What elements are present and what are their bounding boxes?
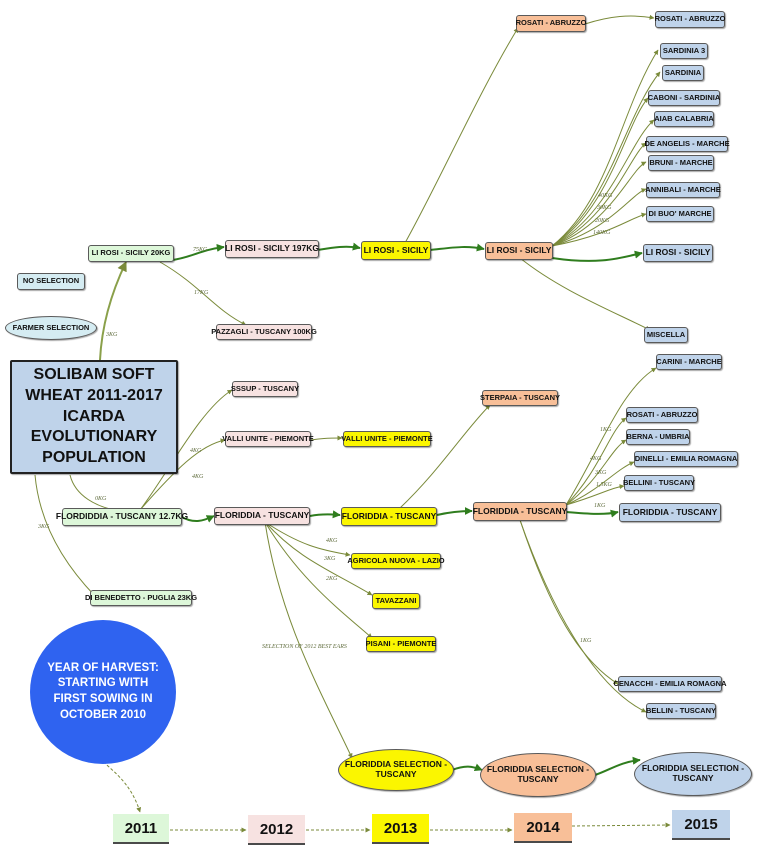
node-tavazzani: TAVAZZANI: [372, 593, 420, 609]
edge-label: 1KG: [594, 503, 606, 509]
diagram-title: SOLIBAM SOFT WHEAT 2011-2017 ICARDA EVOL…: [10, 360, 178, 474]
edge-label: 140KG: [593, 230, 611, 236]
node-rosati-abruzzo-b: ROSATI - ABRUZZO: [626, 407, 698, 423]
node-sssup: SSSUP - TUSCANY: [231, 381, 299, 397]
node-aiab-calabria: AIAB CALABRIA: [654, 111, 714, 127]
edge-label: 3KG: [595, 470, 607, 476]
node-li-rosi-2014: LI ROSI - SICILY: [485, 242, 553, 260]
node-li-rosi-2013: LI ROSI - SICILY: [361, 241, 431, 260]
node-flordiddia-2011: FLORDIDDIA - TUSCANY 12.7KG: [56, 508, 188, 526]
node-rosati-2015: ROSATI - ABRUZZO: [655, 11, 725, 28]
year-2014: 2014: [514, 813, 572, 843]
node-bruni: BRUNI - MARCHE: [648, 155, 714, 171]
node-floriddia-selection-2015: FLORIDDIA SELECTION - TUSCANY: [634, 752, 752, 796]
node-floriddia-2012: FLORIDDIA - TUSCANY: [214, 507, 310, 525]
edge-label: 3KG: [324, 556, 336, 562]
node-li-rosi-2012: LI ROSI - SICILY 197KG: [225, 240, 319, 258]
node-bellini: BELLINI - TUSCANY: [623, 475, 695, 491]
edge-label: 2KG: [326, 576, 338, 582]
node-pazzagli: PAZZAGLI - TUSCANY 100KG: [211, 324, 317, 340]
node-agricola-nuova: AGRICOLA NUOVA - LAZIO: [347, 553, 445, 569]
edge-label: 0KG: [95, 496, 107, 502]
edge-label: 4KG: [590, 456, 602, 462]
node-rosati-2014: ROSATI - ABRUZZO: [516, 15, 586, 32]
edge-label: 1KG: [600, 427, 612, 433]
node-floriddia-selection-2013: FLORIDDIA SELECTION - TUSCANY: [338, 749, 454, 791]
node-valli-unite-2013: VALLI UNITE - PIEMONTE: [341, 431, 433, 447]
node-annibali: ANNIBALI - MARCHE: [645, 182, 721, 198]
edge-label: 30KG: [597, 205, 612, 211]
edge-label: 40KG: [598, 193, 613, 199]
year-2011: 2011: [113, 814, 169, 844]
node-caboni: CABONI - SARDINIA: [648, 90, 720, 106]
node-miscella: MISCELLA: [644, 327, 688, 343]
node-li-rosi-2015: LI ROSI - SICILY: [643, 244, 713, 262]
edge-label: 3KG: [38, 524, 50, 530]
edge-label-selection: SELECTION OF 2012 BEST EARS: [262, 644, 347, 650]
edge-label: 20KG: [595, 218, 610, 224]
legend-farmer-selection: FARMER SELECTION: [5, 316, 97, 340]
node-sardinia: SARDINIA: [662, 65, 704, 81]
node-valli-unite-2012: VALLI UNITE - PIEMONTE: [222, 431, 314, 447]
node-floriddia-2014: FLORIDDIA - TUSCANY: [473, 502, 567, 521]
node-di-buo: DI BUO' MARCHE: [646, 206, 714, 222]
edge-label: 4KG: [192, 474, 204, 480]
edge-label: 1KG: [580, 638, 592, 644]
node-di-benedetto: DI BENEDETTO - PUGLIA 23KG: [85, 590, 197, 606]
node-floriddia-2013: FLORIDDIA - TUSCANY: [341, 507, 437, 526]
edge-label: 3KG: [106, 332, 118, 338]
node-cenacchi: CENACCHI - EMILIA ROMAGNA: [613, 676, 727, 692]
node-sardinia-3: SARDINIA 3: [660, 43, 708, 59]
node-li-rosi-2011: LI ROSI - SICILY 20KG: [88, 245, 174, 262]
edge-label: 1,5KG: [596, 482, 612, 488]
year-2012: 2012: [248, 815, 305, 845]
edge-label: 4KG: [326, 538, 338, 544]
node-sterpaia: STERPAIA - TUSCANY: [480, 390, 560, 406]
edge-label: 75KG: [193, 247, 208, 253]
node-bellin: BELLIN - TUSCANY: [646, 703, 716, 719]
legend-no-selection: NO SELECTION: [17, 273, 85, 290]
node-berna: BERNA - UMBRIA: [626, 429, 690, 445]
node-floriddia-selection-2014: FLORIDDIA SELECTION - TUSCANY: [480, 753, 596, 797]
node-floriddia-2015: FLORIDDIA - TUSCANY: [619, 503, 721, 522]
edge-label: 17KG: [194, 290, 209, 296]
node-dinelli: DINELLI - EMILIA ROMAGNA: [634, 451, 738, 467]
node-de-angelis: DE ANGELIS - MARCHE: [644, 136, 730, 152]
node-pisani: PISANI - PIEMONTE: [366, 636, 436, 652]
edge-label: 4KG: [190, 448, 202, 454]
year-2015: 2015: [672, 810, 730, 840]
year-2013: 2013: [372, 814, 429, 844]
node-carini: CARINI - MARCHE: [656, 354, 722, 370]
harvest-note-circle: YEAR OF HARVEST: STARTING WITH FIRST SOW…: [30, 620, 176, 764]
